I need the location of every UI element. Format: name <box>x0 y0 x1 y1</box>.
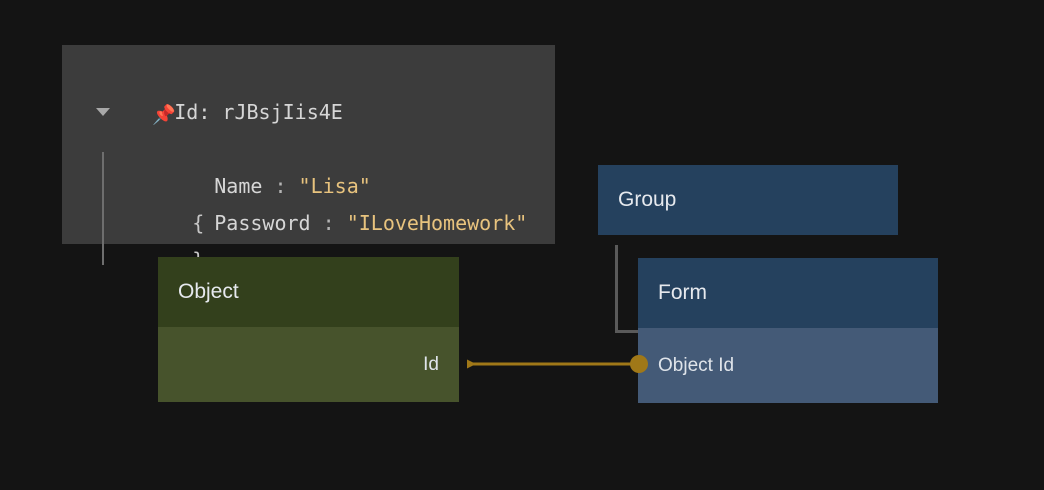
json-property-value: "Lisa" <box>298 174 371 198</box>
node-object-title: Object <box>158 257 459 327</box>
chevron-down-icon[interactable] <box>96 108 110 116</box>
json-property-value: "ILoveHomework" <box>346 211 528 235</box>
json-id-row: 📌Id: rJBsjIis4E <box>62 57 555 126</box>
node-form-title: Form <box>638 258 938 328</box>
node-form-field-object-id[interactable]: Object Id <box>638 328 938 403</box>
json-close-brace-row: } <box>62 205 555 272</box>
node-form[interactable]: Form Object Id <box>638 258 938 403</box>
json-property-row: Password : "ILoveHomework" <box>62 168 555 235</box>
tree-guide-line <box>102 152 104 265</box>
node-group-title: Group <box>598 165 898 235</box>
json-property-key: Password <box>214 211 311 235</box>
json-open-brace-row: { <box>62 94 555 265</box>
json-id-label: Id: rJBsjIis4E <box>174 100 343 124</box>
json-preview-panel[interactable]: 📌Id: rJBsjIis4E { Name : "Lisa" Password… <box>62 45 555 272</box>
node-group[interactable]: Group <box>598 165 898 235</box>
node-object[interactable]: Object Id <box>158 257 459 402</box>
json-property-row: Name : "Lisa" <box>62 131 555 198</box>
json-property-separator: : <box>262 174 299 198</box>
json-property-separator: : <box>310 211 347 235</box>
containment-connector <box>615 245 638 333</box>
json-open-brace: { <box>192 211 205 235</box>
node-object-field-id[interactable]: Id <box>158 327 459 402</box>
json-property-key: Name <box>214 174 263 198</box>
pin-icon[interactable]: 📌 <box>152 104 176 126</box>
